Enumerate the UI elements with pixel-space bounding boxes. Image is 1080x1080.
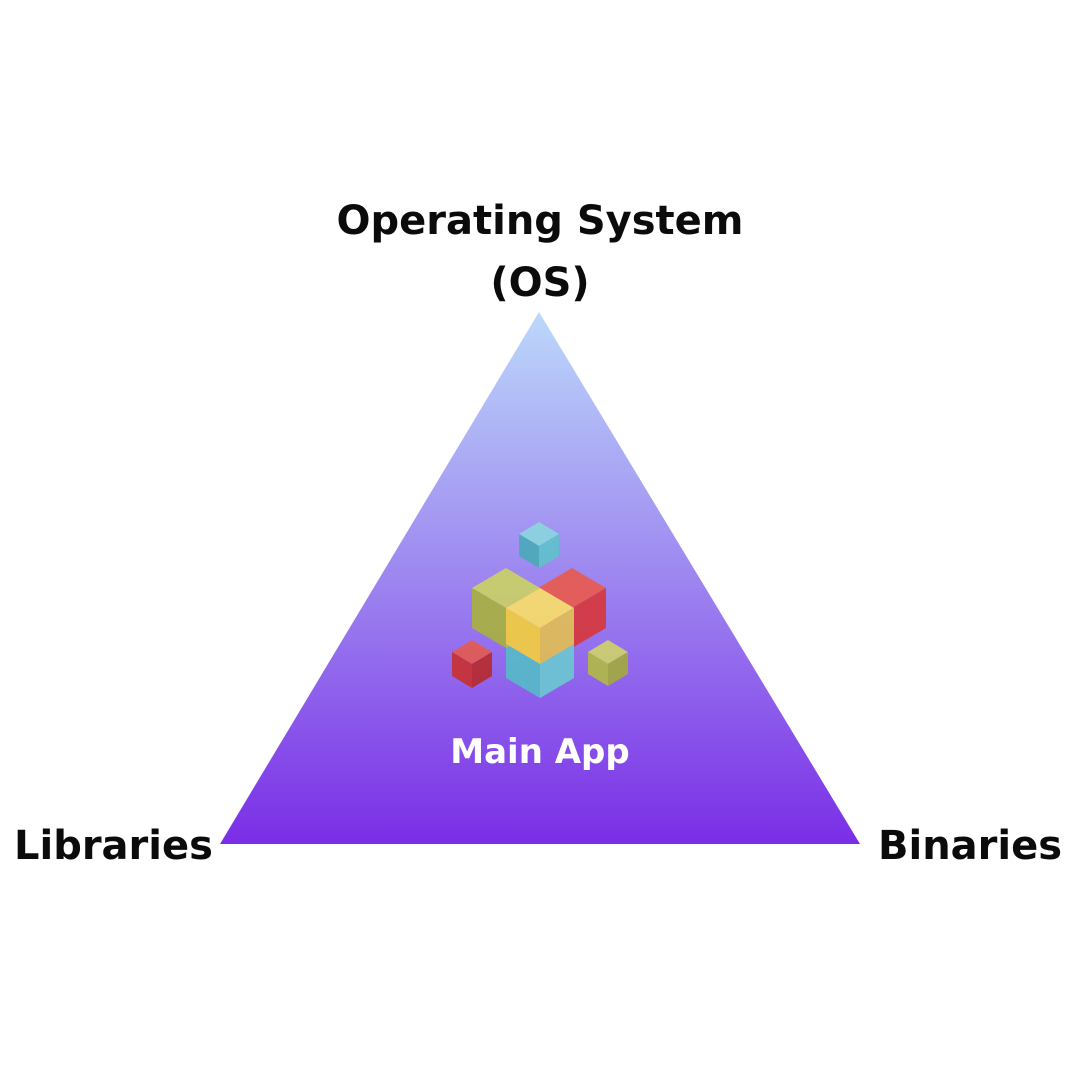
center-label: Main App bbox=[450, 732, 630, 772]
left-vertex-label: Libraries bbox=[14, 823, 213, 869]
cube-olive-small bbox=[588, 640, 628, 686]
stacked-cubes-icon bbox=[452, 522, 628, 698]
top-vertex-label: Operating System (OS) bbox=[0, 190, 1080, 314]
cube-yellow bbox=[506, 588, 574, 664]
top-label-line2: (OS) bbox=[490, 260, 590, 306]
cube-red-small bbox=[452, 640, 492, 688]
right-vertex-label: Binaries bbox=[878, 823, 1063, 869]
cube-teal-small bbox=[519, 522, 559, 568]
top-label-line1: Operating System bbox=[336, 198, 744, 244]
triangle-shape bbox=[220, 312, 860, 844]
